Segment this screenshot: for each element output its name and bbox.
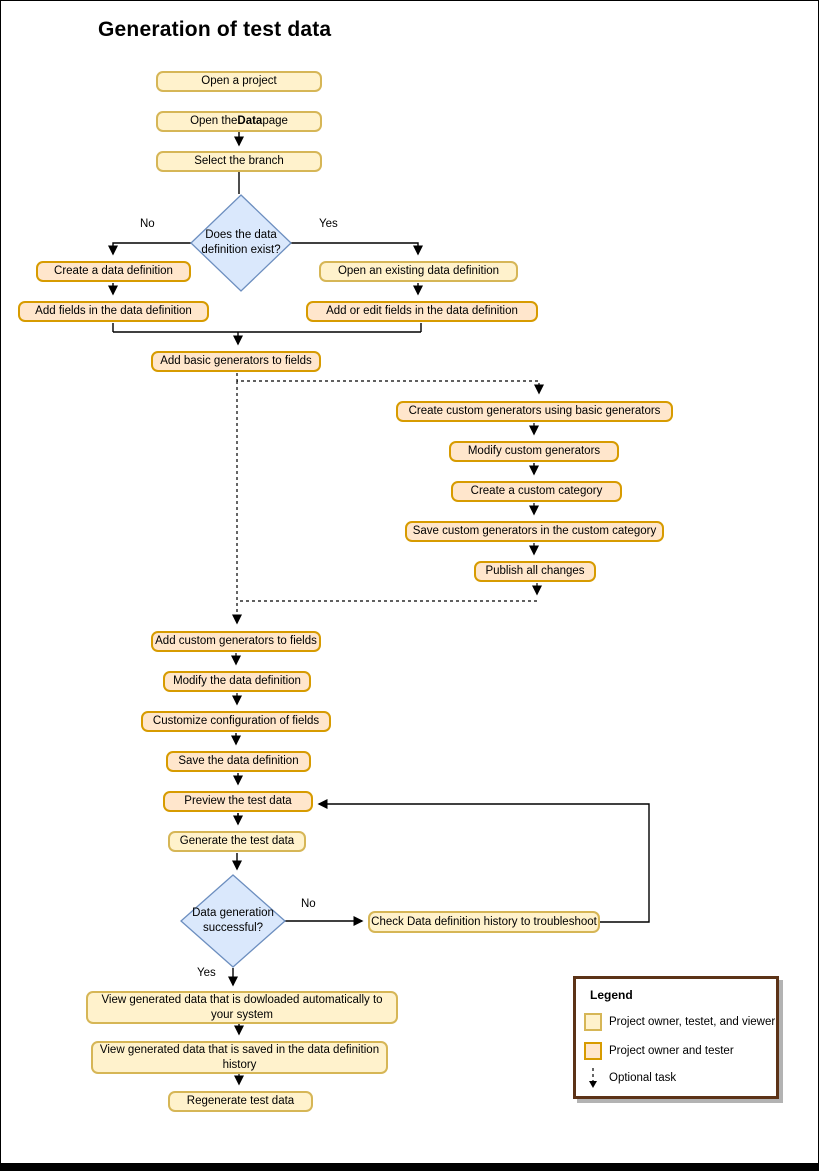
node-view-saved: View generated data that is saved in the… <box>91 1041 388 1074</box>
legend-swatch-all-roles <box>584 1013 602 1031</box>
decision-generation-successful-shape <box>180 874 286 968</box>
legend-row-optional: Optional task <box>584 1067 776 1089</box>
node-generate-test-data: Generate the test data <box>168 831 306 852</box>
node-open-data-page-text2: page <box>262 115 288 128</box>
connector-decision1-no <box>108 242 191 256</box>
legend-label-optional: Optional task <box>609 1072 677 1084</box>
node-customize-configuration: Customize configuration of fields <box>141 711 331 732</box>
node-publish-all-changes: Publish all changes <box>474 561 596 582</box>
node-open-existing-data-definition: Open an existing data definition <box>319 261 518 282</box>
node-open-project: Open a project <box>156 71 322 92</box>
dashed-arrow-icon <box>584 1067 602 1089</box>
node-create-custom-generators: Create custom generators using basic gen… <box>396 401 673 422</box>
node-save-custom-generators: Save custom generators in the custom cat… <box>405 521 664 542</box>
node-select-branch: Select the branch <box>156 151 322 172</box>
node-modify-data-definition: Modify the data definition <box>163 671 311 692</box>
node-open-data-page-bold-text: Data <box>237 115 263 128</box>
decision-data-definition-exists-shape <box>190 194 292 292</box>
legend-title: Legend <box>590 988 633 1002</box>
branch-label-yes-1: Yes <box>319 218 338 230</box>
legend-row-all-roles: Project owner, testet, and viewer <box>584 1013 776 1031</box>
node-add-or-edit-fields: Add or edit fields in the data definitio… <box>306 301 538 322</box>
node-regenerate-test-data: Regenerate test data <box>168 1091 313 1112</box>
connector-optional-to-createcustom <box>236 373 544 395</box>
node-add-custom-generators: Add custom generators to fields <box>151 631 321 652</box>
decision-generation-successful-label: Data generation successful? <box>192 907 274 934</box>
legend-label-owner-tester: Project owner and tester <box>609 1045 734 1057</box>
node-modify-custom-generators: Modify custom generators <box>449 441 619 462</box>
legend-swatch-owner-tester <box>584 1042 602 1060</box>
node-add-basic-generators: Add basic generators to fields <box>151 351 321 372</box>
decision-data-definition-exists-label: Does the data definition exist? <box>201 229 281 256</box>
node-create-custom-category: Create a custom category <box>451 481 622 502</box>
node-open-data-page-text: Open the <box>190 115 238 128</box>
node-save-data-definition: Save the data definition <box>166 751 311 772</box>
page-title: Generation of test data <box>98 18 332 41</box>
branch-label-no-1: No <box>140 218 155 230</box>
node-create-data-definition: Create a data definition <box>36 261 191 282</box>
branch-label-yes-2: Yes <box>197 967 216 979</box>
node-preview-test-data: Preview the test data <box>163 791 313 812</box>
connector-check-to-preview-feedback <box>317 799 650 923</box>
legend: Legend Project owner, testet, and viewer… <box>573 976 779 1099</box>
node-open-data-page: Open the Data page <box>156 111 322 132</box>
node-check-history: Check Data definition history to trouble… <box>368 911 600 933</box>
legend-label-all-roles: Project owner, testet, and viewer <box>609 1016 776 1028</box>
branch-label-no-2: No <box>301 898 316 910</box>
legend-row-owner-tester: Project owner and tester <box>584 1042 776 1060</box>
connector-decision1-yes <box>291 242 423 256</box>
connector-merge-rails <box>112 323 422 333</box>
bottom-border-bar <box>1 1163 818 1170</box>
node-view-downloaded: View generated data that is dowloaded au… <box>86 991 398 1024</box>
node-add-fields: Add fields in the data definition <box>18 301 209 322</box>
